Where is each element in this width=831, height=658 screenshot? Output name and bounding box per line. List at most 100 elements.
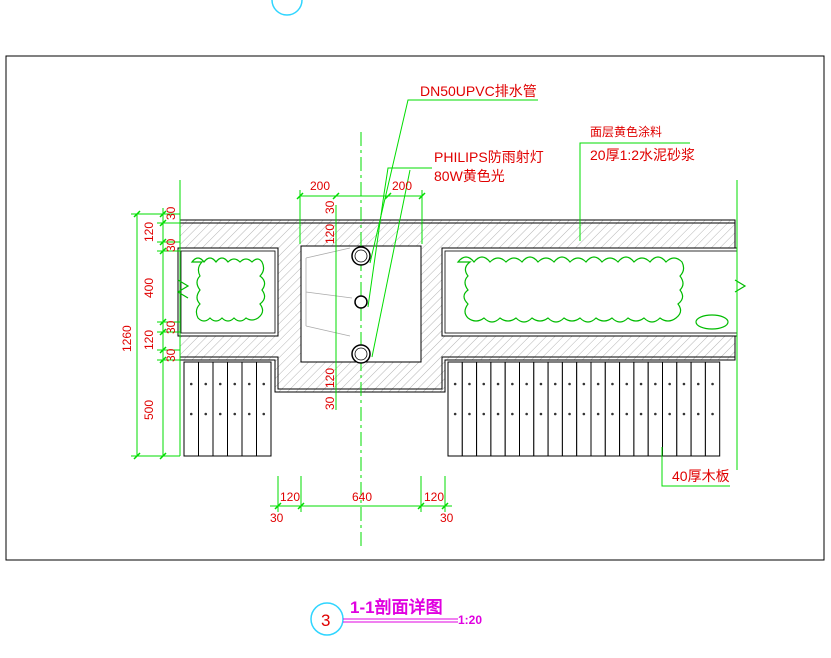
wood-slat: [519, 361, 535, 457]
slat-nail: [525, 412, 528, 416]
dim-top-left: 200: [310, 179, 330, 193]
coating-label-line2: 20厚1:2水泥砂浆: [590, 147, 695, 163]
wood-slats-left: [183, 361, 272, 457]
wood-slat: [476, 361, 492, 457]
wood-slats-right: [447, 361, 721, 457]
drain-pipe-label: DN50UPVC排水管: [420, 83, 537, 99]
dim-top-right: 200: [392, 179, 412, 193]
dim-bot-30b: 30: [440, 511, 454, 525]
slat-nail: [539, 412, 543, 416]
slat-nail: [218, 412, 222, 416]
drawing-frame: [5, 55, 825, 561]
slat-nail: [218, 382, 222, 386]
wood-slat: [547, 361, 563, 457]
dim-left-30a: 30: [164, 206, 178, 220]
previous-title-bubble: [271, 0, 303, 16]
slat-nail: [553, 382, 557, 386]
slat-nail: [625, 412, 629, 416]
slat-nail: [568, 382, 571, 386]
light-label-line1: PHILIPS防雨射灯: [434, 149, 544, 165]
slat-nail: [611, 382, 614, 386]
slat-nail: [482, 382, 486, 386]
board-label: 40厚木板: [672, 468, 730, 484]
vegetation-left: [176, 257, 266, 322]
dim-mid-120a: 120: [323, 224, 337, 244]
wood-slat: [590, 361, 606, 457]
dim-left-30d: 30: [164, 348, 178, 362]
slat-nail: [696, 382, 700, 386]
slat-nail: [247, 382, 251, 386]
coating-label-line1: 面层黄色涂料: [590, 124, 662, 139]
dim-left-500: 500: [142, 400, 156, 420]
dim-left-1260: 1260: [120, 325, 134, 352]
dim-bot-120a: 120: [280, 490, 300, 504]
dim-bot-640: 640: [352, 490, 372, 504]
wood-slat: [662, 361, 678, 457]
light-label-line2: 80W黄色光: [434, 168, 505, 184]
dim-left-120b: 120: [142, 330, 156, 350]
dim-top-30: 30: [323, 200, 337, 214]
wood-slat: [561, 361, 578, 457]
slat-nail: [233, 412, 237, 416]
slat-nail: [711, 412, 714, 416]
wood-slat: [447, 361, 463, 457]
wood-slat: [256, 361, 272, 457]
slat-nail: [468, 412, 471, 416]
slat-nail: [682, 412, 686, 416]
slat-nail: [568, 412, 571, 416]
wood-slat: [461, 361, 478, 457]
slat-nail: [582, 382, 586, 386]
slat-nail: [696, 412, 700, 416]
slat-nail: [247, 412, 251, 416]
slat-nail: [596, 412, 600, 416]
wood-slat: [676, 361, 692, 457]
slat-nail: [625, 382, 629, 386]
slat-nail: [204, 412, 208, 416]
slat-nail: [539, 382, 543, 386]
wood-slat: [183, 361, 199, 457]
dim-left-30c: 30: [164, 320, 178, 334]
wood-slat: [198, 361, 214, 457]
slat-nail: [654, 412, 657, 416]
dim-bot-120b: 120: [424, 490, 444, 504]
slat-nail: [468, 382, 471, 386]
slat-nail: [511, 412, 514, 416]
slat-nail: [482, 412, 486, 416]
title-name: 1-1剖面详图: [350, 597, 443, 617]
slat-nail: [668, 412, 671, 416]
wood-slat: [647, 361, 664, 457]
slat-nail: [682, 382, 686, 386]
slat-nail: [639, 412, 643, 416]
slat-nail: [611, 412, 614, 416]
wood-slat: [633, 361, 649, 457]
wood-slat: [504, 361, 521, 457]
dim-bot-30a: 30: [270, 511, 284, 525]
slat-nail: [654, 382, 657, 386]
wood-slat: [690, 361, 706, 457]
slat-nail: [189, 412, 193, 416]
slat-nail: [668, 382, 671, 386]
wood-slat: [576, 361, 592, 457]
slat-nail: [262, 412, 266, 416]
slat-nail: [496, 412, 500, 416]
wood-slat: [533, 361, 549, 457]
wood-slat: [619, 361, 635, 457]
slat-nail: [204, 382, 208, 386]
dim-left-120a: 120: [142, 222, 156, 242]
slat-nail: [596, 382, 600, 386]
wood-slat: [490, 361, 506, 457]
slat-nail: [511, 382, 514, 386]
wood-slat: [227, 361, 243, 457]
wood-slat: [212, 361, 228, 457]
dim-left-30b: 30: [164, 238, 178, 252]
slat-nail: [453, 412, 457, 416]
slat-nail: [262, 382, 266, 386]
slat-nail: [711, 382, 714, 386]
drawing-title: 3 1-1剖面详图 1:20: [310, 597, 482, 636]
slat-nail: [496, 382, 500, 386]
dim-mid-30: 30: [323, 396, 337, 410]
slat-nail: [525, 382, 528, 386]
slat-nail: [639, 382, 643, 386]
wood-slat: [704, 361, 721, 457]
vegetation-right: [456, 256, 747, 330]
